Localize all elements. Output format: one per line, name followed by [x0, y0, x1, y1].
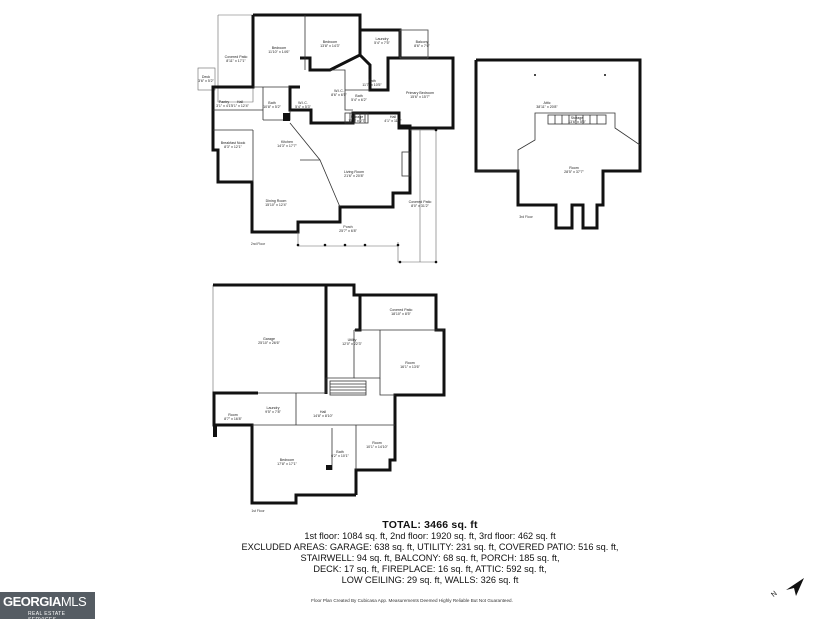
north-arrow-shape — [786, 578, 804, 596]
room-label: W.I.C.8'6" x 6'5" — [331, 89, 347, 97]
georgia-mls-logo: GEORGIAMLS REAL ESTATE SERVICES — [0, 592, 95, 623]
credit-text: Floor Plan Created By Cubicasa App. Meas… — [311, 598, 513, 603]
floor-label: 2nd Floor — [251, 242, 266, 246]
floor-label: 3rd Floor — [519, 215, 533, 219]
north-arrow-icon: N — [770, 572, 810, 602]
floor-label: 1st Floor — [251, 509, 265, 513]
floor-2-plan — [197, 13, 455, 264]
area-summary: TOTAL: 3466 sq. ft 1st floor: 1084 sq. f… — [160, 519, 700, 586]
excluded-areas-line: STAIRWELL: 94 sq. ft, BALCONY: 68 sq. ft… — [300, 553, 560, 563]
floor-areas-line: 1st floor: 1084 sq. ft, 2nd floor: 1920 … — [304, 531, 556, 541]
room-label: W.I.C.5'4" x 5'3" — [295, 101, 311, 109]
logo-brand-bold: GEORGIA — [3, 594, 61, 609]
logo-brand-light: MLS — [60, 594, 87, 609]
floor-3-plan — [474, 58, 642, 230]
excluded-areas-line: EXCLUDED AREAS: GARAGE: 638 sq. ft, UTIL… — [241, 542, 619, 552]
logo-brand: GEORGIAMLS — [3, 594, 87, 609]
logo-subtitle: REAL ESTATE SERVICES — [28, 611, 66, 623]
floor-1-plan — [212, 283, 446, 505]
excluded-areas-line: DECK: 17 sq. ft, FIREPLACE: 16 sq. ft, A… — [313, 564, 547, 574]
excluded-areas-line: LOW CEILING: 29 sq. ft, WALLS: 326 sq. f… — [341, 575, 519, 585]
total-area: TOTAL: 3466 sq. ft — [382, 519, 478, 531]
